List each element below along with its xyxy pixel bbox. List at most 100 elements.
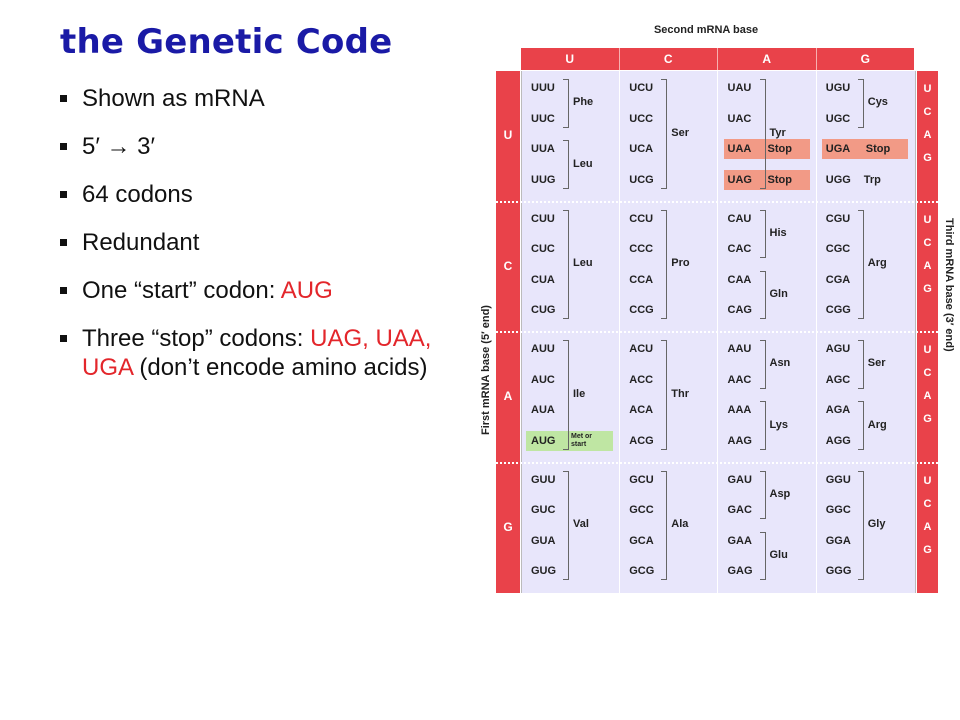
codon: UUA: [531, 143, 555, 156]
row-separator: [496, 200, 938, 203]
codon: UUU: [531, 82, 555, 94]
codon-bracket: [759, 340, 766, 389]
codon: GGC: [825, 504, 851, 517]
codon-bracket: [661, 340, 668, 450]
first-base-letter: U: [503, 128, 513, 143]
amino-acid-label: Pro: [671, 257, 690, 270]
square-bullet-icon: [60, 95, 67, 102]
bullet-item: Shown as mRNA: [58, 84, 448, 113]
codon: UGA: [825, 143, 851, 156]
amino-acid-label: Leu: [573, 257, 593, 270]
stop-label: Stop: [767, 173, 792, 186]
codon-bracket: [661, 79, 668, 189]
amino-acid-label: Thr: [671, 387, 689, 400]
first-base-letter: A: [503, 389, 513, 404]
amino-acid-label: Ile: [573, 387, 586, 400]
third-base-axis-label: Third mRNA base (3′ end): [943, 218, 955, 352]
codon: AUA: [531, 404, 555, 417]
codon: AAC: [727, 373, 752, 386]
second-base-g: G: [860, 52, 870, 66]
stop-codon-highlight: [723, 169, 810, 190]
codon-bracket: [563, 340, 569, 450]
codon: GCU: [629, 473, 654, 486]
amino-acid-label: Ser: [867, 357, 886, 370]
codon: AAG: [727, 434, 752, 447]
codon: GAU: [727, 473, 752, 486]
codon: GAA: [727, 534, 752, 547]
codon: CAU: [727, 212, 752, 225]
third-base-letter: U: [923, 83, 932, 95]
codon-bracket: [759, 401, 766, 450]
codon: UGG: [825, 173, 851, 186]
third-base-letter: A: [923, 390, 932, 402]
codon: UCG: [629, 173, 654, 186]
codon: CCA: [629, 273, 654, 286]
codon: ACU: [629, 343, 654, 355]
codon: GCC: [629, 504, 654, 517]
second-base-a: A: [718, 48, 817, 70]
second-base-header: U C A G: [521, 48, 914, 70]
first-base-axis-label: First mRNA base (5′ end): [480, 305, 492, 435]
second-base-axis-label: Second mRNA base: [653, 24, 759, 36]
codon: CCG: [629, 304, 654, 317]
start-codon-highlight: [526, 430, 614, 451]
third-base-letter: G: [923, 543, 932, 556]
amino-acid-label: Asn: [769, 357, 791, 370]
codon: AUU: [531, 343, 555, 355]
codon: UAU: [727, 82, 752, 94]
amino-acid-label: Asp: [769, 487, 791, 500]
second-base-c: C: [620, 48, 718, 70]
third-base-letter: C: [923, 367, 932, 379]
codon: CUC: [531, 243, 555, 256]
codon-bracket: [857, 79, 864, 128]
codon: GUU: [531, 473, 556, 486]
codon: GGA: [825, 534, 851, 547]
codon: GCG: [629, 565, 655, 578]
codon: AGC: [825, 373, 851, 386]
amino-acid-label: Val: [573, 518, 589, 531]
codon-bracket: [759, 531, 766, 581]
codon: CAA: [727, 273, 752, 286]
third-base-letter: C: [923, 236, 932, 249]
bullet-list: Shown as mRNA 5′ → 3′ 64 codons Redundan…: [58, 84, 448, 401]
codon: AAU: [727, 343, 752, 355]
stop-codon-highlight: [821, 139, 908, 160]
codon: AGA: [825, 404, 851, 417]
start-codon-highlight: AUG: [280, 277, 333, 304]
codon-bracket: [759, 470, 766, 520]
square-bullet-icon: [60, 335, 67, 342]
third-base-letter: U: [923, 474, 932, 487]
start-label: start: [571, 440, 587, 448]
first-base-letter: G: [503, 519, 513, 534]
codon: CUU: [531, 212, 555, 225]
third-base-letter: U: [923, 213, 932, 226]
codon-bracket: [661, 209, 668, 320]
codon-bracket: [563, 79, 569, 128]
third-base-letter: G: [923, 152, 932, 164]
bullet-item: Redundant: [58, 228, 448, 257]
amino-acid-label: Arg: [867, 257, 887, 270]
codon: UAA: [727, 143, 752, 156]
amino-acid-label: Trp: [863, 173, 881, 186]
third-base-letter: G: [923, 413, 932, 425]
amino-acid-label: Gly: [867, 518, 886, 531]
codon-bracket: [563, 209, 569, 320]
codon: AAA: [727, 404, 752, 417]
codon: CUG: [531, 304, 556, 317]
codon: CGC: [825, 243, 851, 256]
third-base-letter: A: [923, 129, 932, 141]
row-separator: [496, 331, 938, 333]
bullet-text: Redundant: [82, 229, 200, 256]
codon-bracket: [857, 470, 864, 581]
bullet-text: One “start” codon:: [82, 277, 281, 304]
bullet-item: One “start” codon: AUG: [58, 276, 448, 305]
codon: GUA: [531, 534, 556, 547]
bullet-text: Three “stop” codons:: [82, 325, 311, 352]
third-base-letter: U: [923, 344, 932, 356]
stop-codon-highlight: [723, 139, 810, 160]
row-separator: [496, 461, 938, 464]
amino-acid-label: Phe: [573, 96, 594, 109]
amino-acid-label: Cys: [867, 96, 888, 109]
amino-acid-label: Glu: [769, 549, 788, 561]
codon: UCC: [629, 112, 654, 125]
